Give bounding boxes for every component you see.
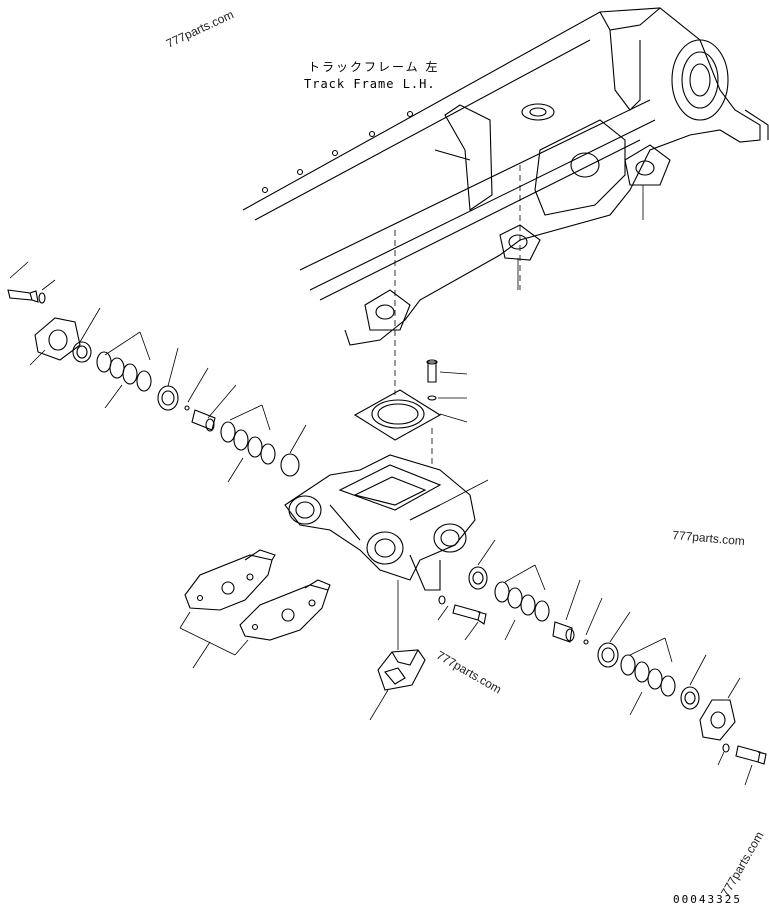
left-pin-assembly xyxy=(7,261,307,483)
guard-plates xyxy=(179,549,331,669)
drawing-number: 00043325 xyxy=(673,893,742,906)
assembly-title-japanese: トラックフレーム 左 xyxy=(308,60,440,74)
center-bracket xyxy=(284,359,489,650)
right-pin-assembly xyxy=(437,539,767,786)
rubber-pad xyxy=(369,649,426,721)
assembly-title-english: Track Frame L.H. xyxy=(304,77,436,91)
track-frame xyxy=(242,7,769,395)
